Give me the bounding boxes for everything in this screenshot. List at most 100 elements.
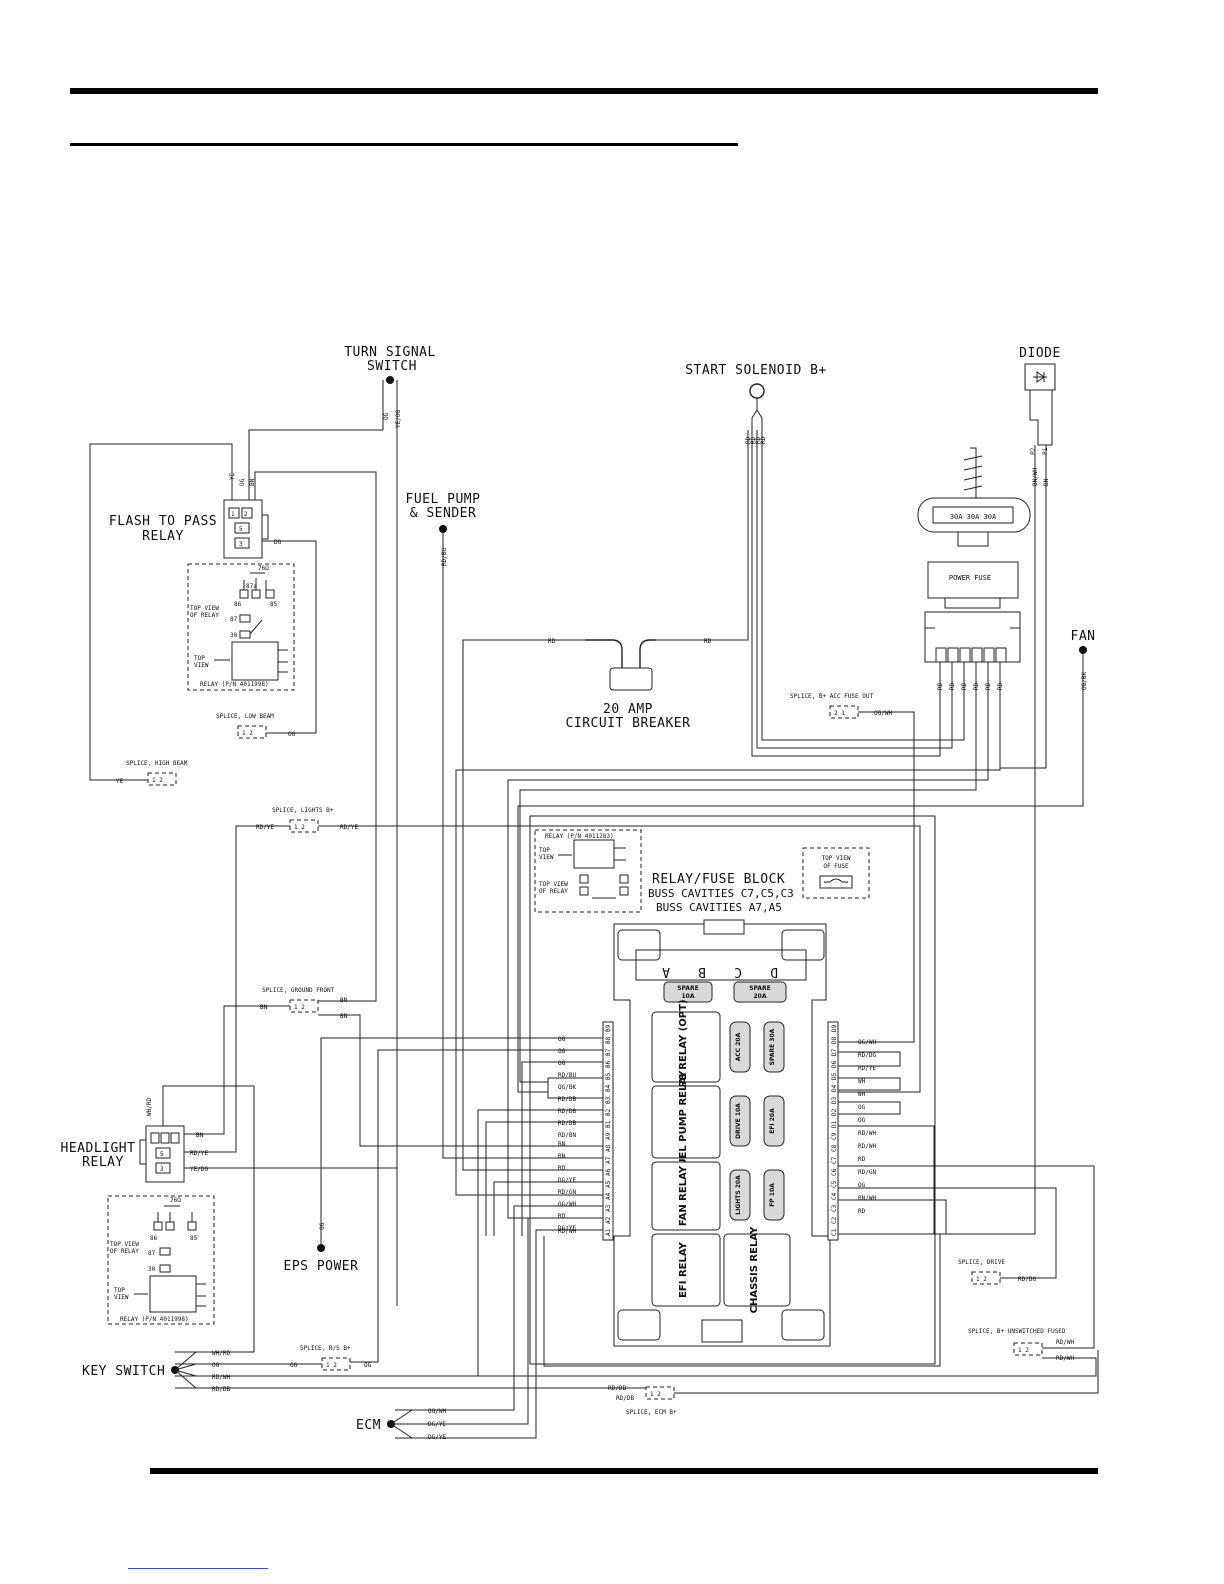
fan-relay[interactable]: FAN RELAY	[651, 1161, 721, 1231]
svg-text:1 2: 1 2	[152, 777, 163, 784]
headlight-relay-label: HEADLIGHT	[61, 1141, 136, 1156]
pin-label-d1: D1	[831, 1120, 838, 1128]
breaker-right-wire	[656, 430, 749, 641]
lbl-key-wire-0: WH/RD	[212, 1350, 230, 1357]
footer-link-underline[interactable]	[128, 1568, 268, 1569]
spare-10a-fuse[interactable]: SPARE 10A	[663, 981, 713, 1003]
svg-text:CHASSIS RELAY: CHASSIS RELAY	[749, 1226, 760, 1313]
lbl-lowbeam-og: OG	[288, 731, 296, 738]
splice-high-beam[interactable]: SPLICE, HIGH BEAM 1 2	[126, 760, 188, 786]
spare-20a-fuse[interactable]: SPARE 20A	[733, 981, 787, 1003]
lbl-right-wire-4: WH	[858, 1091, 866, 1098]
lbl-left-wire-3: RD/BU	[558, 1072, 576, 1079]
power-fuse-cover[interactable]	[927, 561, 1019, 609]
turn-signal-node[interactable]	[386, 376, 394, 384]
headlight-wh-rd	[162, 1085, 255, 1353]
eps-power-node[interactable]	[317, 1244, 325, 1252]
lbl-hl-whrd: WH/RD	[146, 1098, 153, 1116]
svg-text:VIEW: VIEW	[114, 1294, 129, 1301]
pin-label-c8: C8	[831, 1144, 838, 1152]
splice-ground-front[interactable]: SPLICE, GROUND FRONT 1 2	[262, 987, 335, 1013]
svg-text:87a: 87a	[246, 583, 257, 590]
lbl-fl-bn: BN	[249, 478, 256, 486]
lbl-pf-rd-a: RD	[937, 682, 944, 690]
lbl-pf-rd-e: RD	[985, 682, 992, 690]
splice-acc-fuse-out[interactable]: SPLICE, B+ ACC FUSE OUT 2 1	[790, 693, 873, 719]
lights-20a-fuse[interactable]: LIGHTS 20A	[729, 1169, 751, 1221]
svg-text:OF RELAY: OF RELAY	[190, 612, 219, 619]
lbl-ecm-wire-2: DG/YE	[428, 1434, 446, 1441]
svg-text:SPARE: SPARE	[677, 985, 699, 992]
headlight-relay-connector[interactable]	[139, 1125, 185, 1183]
svg-text:30: 30	[148, 1266, 156, 1273]
fuse-block-body	[613, 919, 831, 1347]
efi-relay[interactable]: EFI RELAY	[651, 1233, 721, 1307]
flash-wire-ye	[89, 443, 233, 781]
svg-text:20A: 20A	[754, 993, 767, 1000]
drive-10a-fuse[interactable]: DRIVE 10A	[729, 1095, 751, 1147]
splice-rs[interactable]: SPLICE, R/S B+ 1 2	[300, 1345, 351, 1371]
svg-text:1: 1	[231, 511, 235, 518]
splice-unswitched[interactable]: SPLICE, B+ UNSWITCHED FUSED 1 2	[968, 1328, 1066, 1356]
circuit-breaker[interactable]	[585, 639, 656, 691]
chassis-relay[interactable]: CHASSIS RELAY	[723, 1226, 791, 1313]
flash-relay-connector[interactable]	[223, 499, 269, 559]
ground-wire-left	[184, 1005, 290, 1135]
svg-text:TOP: TOP	[114, 1287, 125, 1294]
pin-label-a9: A9	[605, 1132, 612, 1140]
fuel-pump-relay[interactable]: FUEL PUMP RELAY	[651, 1070, 721, 1174]
fuel-pump-node[interactable]	[439, 525, 447, 533]
key-switch-label: KEY SWITCH	[82, 1364, 165, 1379]
svg-text:SPLICE, B+ ACC FUSE OUT: SPLICE, B+ ACC FUSE OUT	[790, 693, 873, 700]
acc-20a-fuse[interactable]: ACC 20A	[729, 1021, 751, 1073]
lbl-right-wire-5: OG	[858, 1104, 866, 1111]
eps-relay[interactable]: EPS RELAY (OPT)	[651, 999, 721, 1095]
lbl-left-wire-14: OG/WH	[558, 1201, 576, 1208]
pin-label-d6: D6	[831, 1060, 838, 1068]
a4-wire	[521, 1061, 603, 1236]
pin-label-a5: A5	[605, 1180, 612, 1188]
svg-text:2 1: 2 1	[834, 710, 845, 717]
splice-ecm[interactable]: SPLICE, ECM B+ 1 2	[626, 1386, 677, 1416]
solenoid-ring-terminal[interactable]	[749, 383, 765, 399]
fuel-pump-wire	[442, 533, 603, 1159]
lbl-fan-ogbk: OG/BK	[1081, 672, 1088, 690]
start-solenoid-label: START SOLENOID B+	[685, 363, 827, 378]
pin-label-a1: A1	[605, 1228, 612, 1236]
solenoid-wire-3	[756, 430, 953, 749]
svg-text:TOP: TOP	[194, 655, 205, 662]
turn-signal-label-2: SWITCH	[367, 359, 417, 374]
ground-wire-right	[318, 1014, 603, 1147]
svg-text:5: 5	[239, 526, 243, 533]
power-fuse-stud	[963, 447, 983, 500]
lbl-left-wire-11: RD	[558, 1165, 566, 1172]
lbl-right-wire-11: OG	[858, 1182, 866, 1189]
lbl-right-wire-2: RD/YE	[858, 1065, 876, 1072]
pin-label-b8: B8	[605, 1036, 612, 1044]
svg-text:1 2: 1 2	[326, 1362, 337, 1369]
splice-lights[interactable]: SPLICE, LIGHTS B+ 1 2	[272, 807, 334, 833]
pin-label-a3: A3	[605, 1204, 612, 1212]
a9-wire	[485, 1121, 603, 1236]
lbl-ecm-rddb: RD/DB	[608, 1385, 626, 1392]
lbl-left-wire-2: OG	[558, 1060, 566, 1067]
splice-low-beam[interactable]: SPLICE, LOW BEAM 1 2	[216, 713, 274, 739]
efi-20a-fuse[interactable]: EFI 20A	[763, 1095, 785, 1147]
fan-node[interactable]	[1079, 646, 1087, 654]
col-b: B	[698, 964, 706, 979]
diode-component[interactable]	[1024, 363, 1056, 446]
power-fuse-base[interactable]	[924, 611, 1021, 663]
spare-30a-fuse[interactable]: SPARE 30A	[763, 1021, 785, 1073]
fp-10a-fuse[interactable]: FP 10A	[763, 1169, 785, 1221]
power-fuse-holder[interactable]	[917, 497, 1031, 533]
fuel-pump-label: FUEL PUMP	[406, 492, 481, 507]
svg-text:FUEL PUMP RELAY: FUEL PUMP RELAY	[678, 1070, 689, 1174]
svg-text:1 2: 1 2	[650, 1391, 661, 1398]
svg-text:87: 87	[230, 616, 238, 623]
lbl-right-wire-0: OG/WH	[858, 1039, 876, 1046]
splice-drive[interactable]: SPLICE, DRIVE 1 2	[958, 1259, 1005, 1285]
lbl-left-wire-7: RD/DB	[558, 1120, 576, 1127]
svg-text:1 2: 1 2	[242, 730, 253, 737]
pin-label-d5: D5	[831, 1072, 838, 1080]
